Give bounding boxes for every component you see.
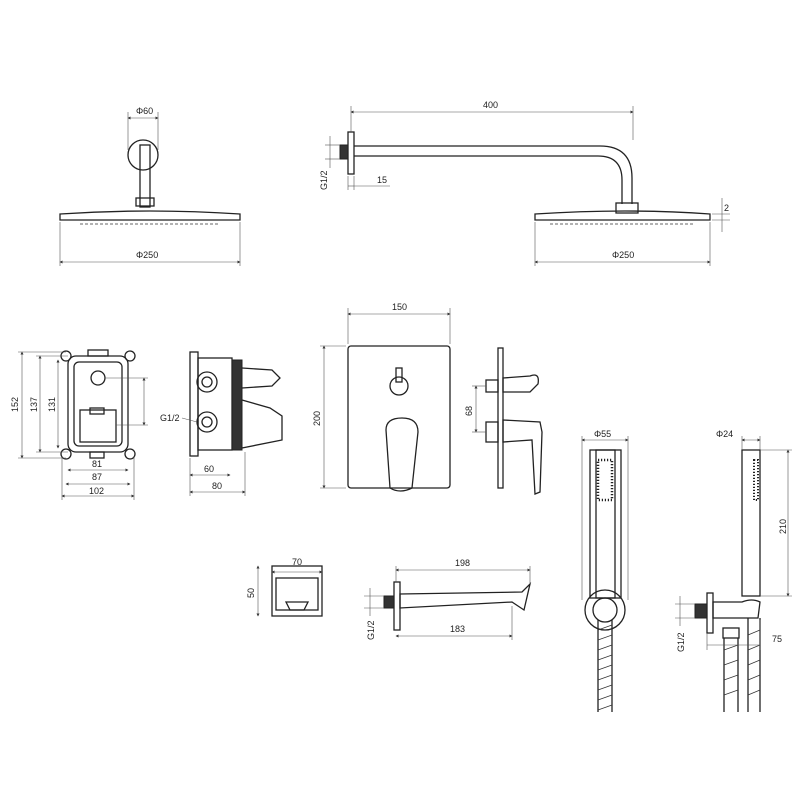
shower-head-front-view: Φ60 Φ250 <box>59 106 241 266</box>
hand-shower-side-view: Φ24 210 75 G1/2 <box>675 429 792 712</box>
dim-box-137: 137 <box>29 397 39 412</box>
dim-hand-24: Φ24 <box>716 429 733 439</box>
dim-arm-thread: G1/2 <box>319 170 329 190</box>
dim-hand-55: Φ55 <box>594 429 611 439</box>
concealed-box-side-view: G1/2 60 80 <box>160 351 283 496</box>
dim-box-80: 80 <box>212 481 222 491</box>
dim-box-102: 102 <box>89 486 104 496</box>
dim-plate-width: 150 <box>392 302 407 312</box>
dim-arm-flange: 15 <box>377 175 387 185</box>
dim-box-thread: G1/2 <box>160 413 180 423</box>
dim-head-dia: Φ250 <box>136 250 158 260</box>
mixer-side-view: 68 <box>464 347 543 495</box>
dim-spout-50: 50 <box>246 588 256 598</box>
dim-plate-68: 68 <box>464 406 474 416</box>
dim-plate-height: 200 <box>312 411 322 426</box>
dim-head-flange: Φ60 <box>136 106 153 116</box>
hand-shower-front-view: Φ55 <box>581 429 629 712</box>
dim-hand-210: 210 <box>778 519 788 534</box>
dim-spout-70: 70 <box>292 557 302 567</box>
dim-hand-75: 75 <box>772 634 782 644</box>
dim-box-131: 131 <box>47 397 57 412</box>
dim-spout-thread: G1/2 <box>366 620 376 640</box>
shower-arm-side-view: 400 G1/2 15 2 Φ250 <box>319 100 730 266</box>
dim-hand-thread: G1/2 <box>676 632 686 652</box>
dim-box-81: 81 <box>92 459 102 469</box>
dim-box-60: 60 <box>204 464 214 474</box>
dim-box-87: 87 <box>92 472 102 482</box>
dim-spout-198: 198 <box>455 558 470 568</box>
dim-box-152: 152 <box>10 397 20 412</box>
spout-front-view: 70 50 <box>246 557 323 617</box>
dim-head-thickness: 2 <box>724 203 729 213</box>
spout-side-view: 198 183 G1/2 <box>364 558 532 640</box>
dim-spout-183: 183 <box>450 624 465 634</box>
dim-head-dia-right: Φ250 <box>612 250 634 260</box>
mixer-cover-plate-front: 150 200 <box>312 302 451 492</box>
concealed-box-front-view: 152 137 131 81 87 102 <box>10 349 148 500</box>
dim-arm-length: 400 <box>483 100 498 110</box>
